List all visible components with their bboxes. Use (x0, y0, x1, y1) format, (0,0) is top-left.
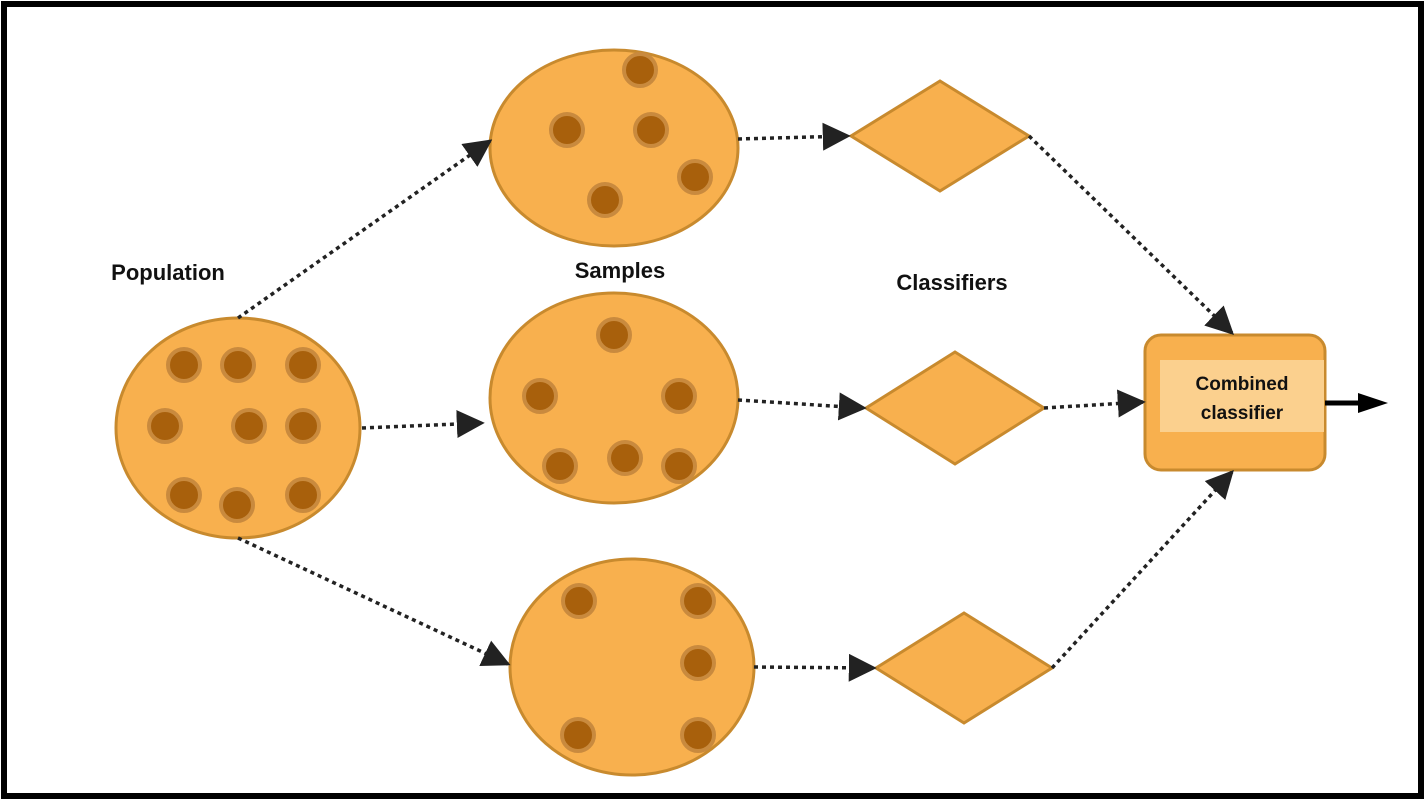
population-node (114, 316, 362, 540)
arrow-classifier-2-to-combined (1043, 389, 1146, 418)
combined-classifier-label-line1: Combined (1196, 374, 1289, 395)
arrow-population-to-sample-1 (236, 139, 493, 320)
arrow-sample-2-to-classifier-2 (737, 392, 867, 421)
samples-label: Samples (575, 258, 666, 283)
population-label: Population (111, 260, 225, 285)
population-dots (147, 347, 321, 523)
arrow-population-to-sample-3 (237, 536, 511, 667)
sample-node-1 (488, 48, 740, 248)
classifier-node-1 (848, 79, 1032, 193)
combined-classifier-label-line2: classifier (1201, 403, 1284, 424)
sample-node-3 (508, 557, 756, 777)
arrow-sample-1-to-classifier-1 (737, 122, 851, 151)
arrow-classifier-1-to-combined (1027, 134, 1235, 335)
classifier-node-3 (873, 611, 1055, 725)
classifier-node-2 (863, 350, 1047, 466)
sample-node-2 (488, 291, 740, 505)
combined-classifier-node: Combined classifier (1143, 333, 1327, 472)
classifiers-label: Classifiers (896, 270, 1007, 295)
output-arrow (1325, 393, 1388, 413)
